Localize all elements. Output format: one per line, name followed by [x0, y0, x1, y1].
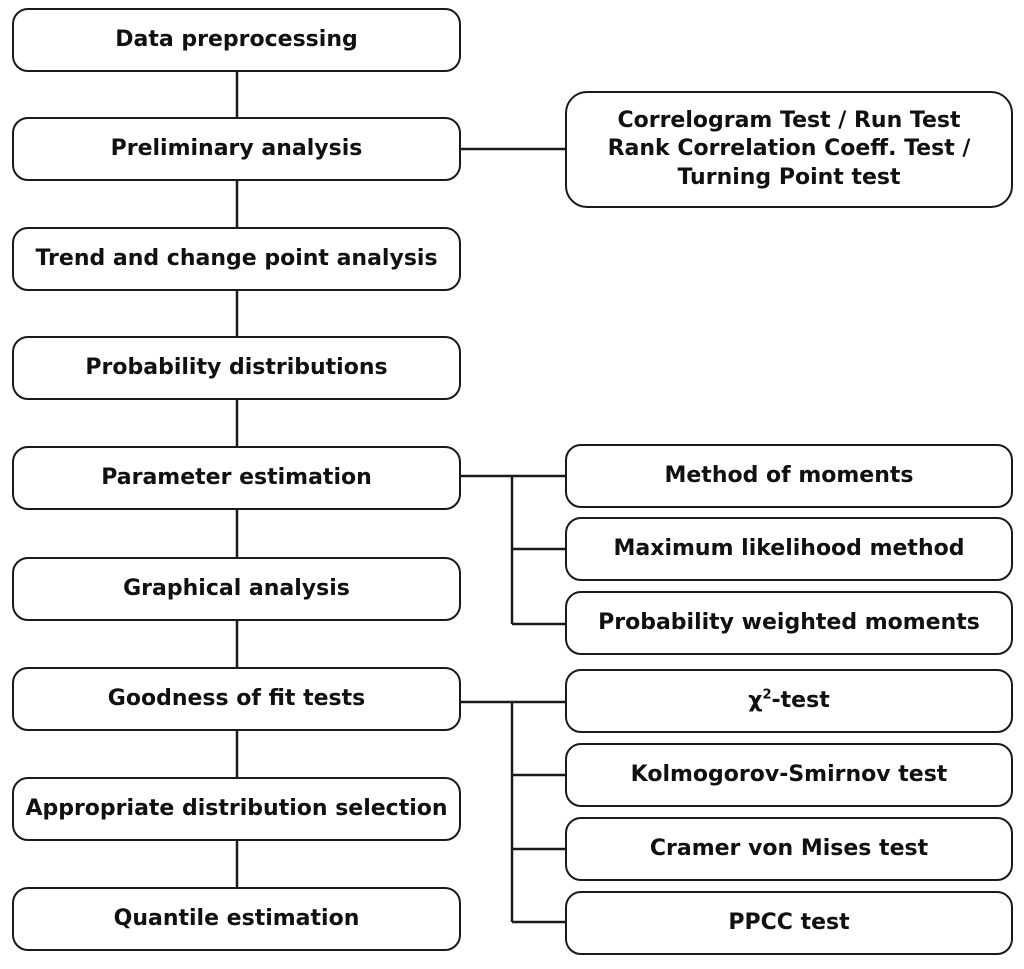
method-label: Method of moments: [664, 462, 914, 488]
test-kolmogorov-smirnov: Kolmogorov-Smirnov test: [565, 743, 1013, 807]
method-label: Probability weighted moments: [598, 609, 980, 635]
chi-superscript: 2: [762, 687, 772, 703]
test-chi-square: χ2-test: [565, 669, 1013, 733]
method-max-likelihood: Maximum likelihood method: [565, 517, 1013, 581]
test-ppcc: PPCC test: [565, 891, 1013, 955]
method-pwm: Probability weighted moments: [565, 591, 1013, 655]
step-label: Quantile estimation: [113, 905, 360, 931]
step-label: Trend and change point analysis: [35, 245, 438, 271]
test-label: χ2-test: [748, 687, 829, 716]
step-label: Goodness of fit tests: [107, 685, 366, 711]
step-label: Probability distributions: [85, 354, 388, 380]
step-distribution-selection: Appropriate distribution selection: [12, 777, 461, 841]
step-label: Data preprocessing: [115, 26, 358, 52]
preliminary-tests-line1: Correlogram Test / Run Test: [617, 107, 961, 133]
preliminary-tests-line3: Turning Point test: [677, 164, 901, 190]
step-label: Graphical analysis: [123, 575, 350, 601]
method-label: Maximum likelihood method: [613, 535, 965, 561]
test-label: Kolmogorov-Smirnov test: [630, 761, 948, 787]
method-moments: Method of moments: [565, 444, 1013, 508]
preliminary-tests-box: Correlogram Test / Run Test Rank Correla…: [565, 91, 1013, 208]
chi-symbol: χ: [748, 687, 763, 713]
test-label: PPCC test: [728, 909, 850, 935]
test-label: Cramer von Mises test: [649, 835, 929, 861]
step-goodness-of-fit: Goodness of fit tests: [12, 667, 461, 731]
step-label: Parameter estimation: [101, 464, 372, 490]
step-preliminary-analysis: Preliminary analysis: [12, 117, 461, 181]
step-quantile-estimation: Quantile estimation: [12, 887, 461, 951]
step-probability-distributions: Probability distributions: [12, 336, 461, 400]
step-data-preprocessing: Data preprocessing: [12, 8, 461, 72]
step-label: Appropriate distribution selection: [25, 795, 448, 821]
step-trend-analysis: Trend and change point analysis: [12, 227, 461, 291]
chi-suffix: -test: [771, 687, 830, 713]
test-cramer-von-mises: Cramer von Mises test: [565, 817, 1013, 881]
step-parameter-estimation: Parameter estimation: [12, 446, 461, 510]
preliminary-tests-line2: Rank Correlation Coeff. Test /: [607, 136, 971, 162]
step-graphical-analysis: Graphical analysis: [12, 557, 461, 621]
step-label: Preliminary analysis: [110, 135, 363, 161]
